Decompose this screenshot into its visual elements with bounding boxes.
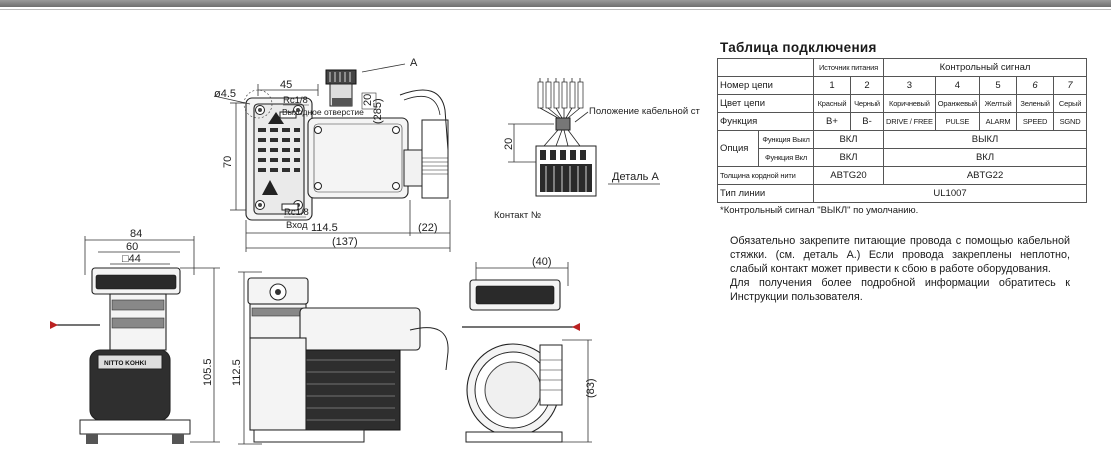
inlet-label: Вход	[286, 220, 308, 231]
function-7: SGND	[1053, 112, 1088, 131]
dim-1055: 105.5	[202, 358, 214, 386]
linetype-label: Тип линии	[717, 184, 814, 203]
opt-on-label: Функция Вкл	[758, 148, 814, 167]
color-3: Коричневый	[883, 94, 936, 113]
note-paragraph-1: Обязательно закрепите питающие провода с…	[730, 235, 1070, 275]
dim-22: (22)	[418, 222, 438, 234]
function-label: Функция	[717, 112, 814, 131]
color-5: Желтый	[979, 94, 1018, 113]
thickness-label: Толщина кордной нити	[717, 166, 814, 185]
detail-caption: Деталь A	[612, 171, 659, 183]
circuit-7: 7	[1053, 76, 1088, 95]
table-row-thickness: Толщина кордной нити ABTG20 ABTG22	[717, 166, 1088, 185]
detail-a-drawing: Положение кабельной стяжки 20 Деталь A К…	[494, 78, 700, 221]
color-7: Серый	[1053, 94, 1088, 113]
brand-text: NITTO KOHKI	[104, 360, 146, 367]
circuit-6: 6	[1016, 76, 1055, 95]
dim-137: (137)	[332, 236, 358, 248]
function-6: SPEED	[1016, 112, 1055, 131]
opt-on-signal: ВКЛ	[882, 148, 1088, 167]
table-row-color: Цвет цепи Красный Черный Коричневый Оран…	[717, 94, 1088, 113]
dim-44: □44	[122, 253, 141, 265]
function-3: DRIVE / FREE	[883, 112, 936, 131]
thickness-power: ABTG20	[813, 166, 884, 185]
contact-label: Контакт №	[494, 210, 541, 221]
color-1: Красный	[813, 94, 851, 113]
table-title: Таблица подключения	[720, 40, 877, 55]
front-view-drawing: 84 60 □44 NITTO KOHKI 105.5	[50, 228, 220, 444]
detail-marker-a: A	[410, 57, 418, 69]
color-6: Зеленый	[1016, 94, 1055, 113]
circuit-2: 2	[850, 76, 884, 95]
option-label: Опция	[717, 130, 759, 167]
thickness-signal: ABTG22	[882, 166, 1088, 185]
top-view-dims: ø4.5 45 A (285) 20 Rc1/8 Выходное отверс…	[213, 57, 451, 252]
header-bar	[0, 0, 1111, 7]
signal-header: Контрольный сигнал	[882, 58, 1088, 77]
table-row-option-off: Опция Функция Выкл ВКЛ ВЫКЛ	[717, 130, 1088, 167]
side-view-drawing: 112.5	[231, 271, 449, 445]
function-5: ALARM	[979, 112, 1018, 131]
rc-bottom-label: Rc1/8	[284, 207, 309, 218]
table-row-option-on: Функция Вкл ВКЛ ВКЛ	[718, 148, 1088, 167]
circuit-4: 4	[934, 76, 981, 95]
table-header-row: Источник питания Контрольный сигнал	[717, 58, 1088, 77]
function-1: B+	[813, 112, 851, 131]
outlet-label: Выходное отверстие	[282, 107, 364, 117]
dim-20: 20	[362, 94, 374, 106]
circuit-label: Номер цепи	[717, 76, 814, 95]
table-row-linetype: Тип линии UL1007	[717, 184, 1088, 203]
opt-on-power: ВКЛ	[813, 148, 884, 167]
dim-45: 45	[280, 79, 292, 91]
dim-84: 84	[130, 228, 142, 240]
pump-top-view	[245, 69, 449, 221]
color-label: Цвет цепи	[717, 94, 814, 113]
circuit-1: 1	[813, 76, 851, 95]
dim-1145: 114.5	[311, 222, 338, 234]
color-4: Оранжевый	[934, 94, 981, 113]
end-view-drawing: (40) (83)	[462, 256, 597, 443]
linetype-value: UL1007	[812, 184, 1088, 203]
cable-tie-label: Положение кабельной стяжки	[589, 106, 700, 117]
dim-83: (83)	[585, 378, 597, 398]
detail-dim-20: 20	[503, 138, 515, 150]
dim-70: 70	[222, 156, 234, 168]
opt-off-signal: ВЫКЛ	[882, 130, 1088, 149]
function-4: PULSE	[934, 112, 981, 131]
dim-285: (285)	[372, 98, 384, 124]
circuit-5: 5	[979, 76, 1018, 95]
dim-hole: ø4.5	[214, 88, 236, 100]
power-header: Источник питания	[813, 58, 884, 77]
connection-table: Источник питания Контрольный сигнал Номе…	[717, 58, 1088, 203]
opt-off-label: Функция Выкл	[758, 130, 814, 149]
note-paragraph-2: Для получения более подробной информации…	[730, 277, 1070, 303]
circuit-3: 3	[883, 76, 936, 95]
table-row-circuit: Номер цепи 1 2 3 4 5 6 7	[717, 76, 1088, 95]
table-row-function: Функция B+ B- DRIVE / FREE PULSE ALARM S…	[717, 112, 1088, 131]
top-view-drawing: ø4.5 45 A (285) 20 Rc1/8 Выходное отверс…	[50, 57, 700, 445]
dim-1125: 112.5	[231, 359, 243, 386]
table-footnote: *Контрольный сигнал "ВЫКЛ" по умолчанию.	[720, 205, 919, 216]
dim-40: (40)	[532, 256, 552, 268]
opt-off-power: ВКЛ	[813, 130, 884, 149]
function-2: B-	[850, 112, 884, 131]
header-rule	[0, 9, 1111, 10]
dim-60: 60	[126, 241, 138, 253]
rc-top-label: Rc1/8	[283, 95, 308, 106]
color-2: Черный	[850, 94, 884, 113]
